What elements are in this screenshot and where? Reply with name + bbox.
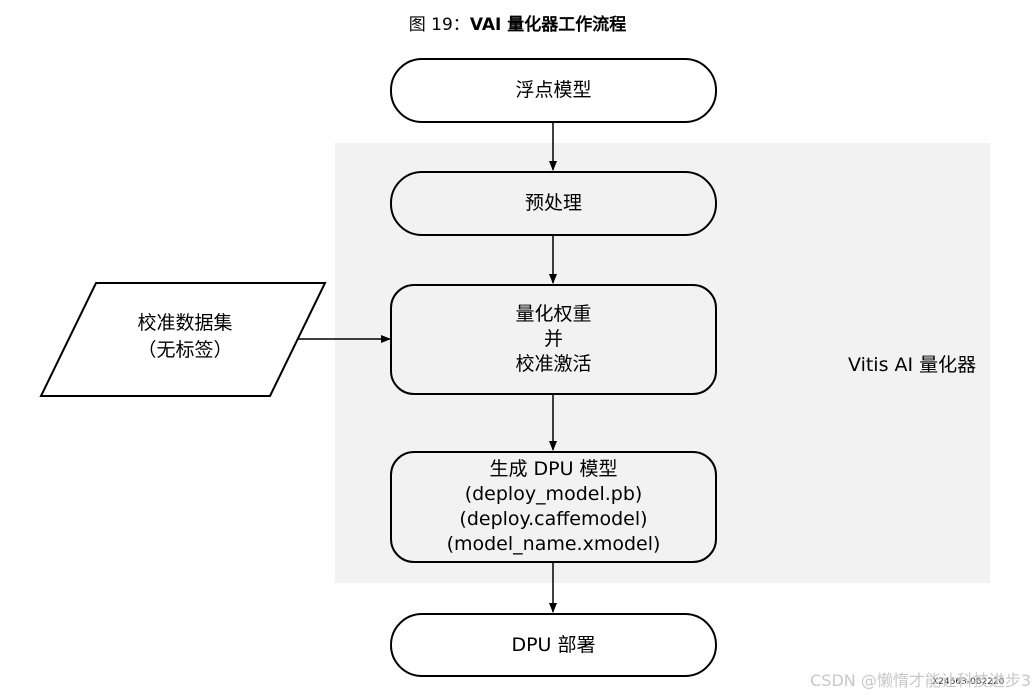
generate-dpu-label-line3: (deploy.caffemodel) — [459, 508, 648, 530]
figure-title-prefix: 图 19： — [408, 15, 470, 35]
quantize-label-line3: 校准激活 — [515, 353, 592, 375]
generate-dpu-label-line1: 生成 DPU 模型 — [489, 458, 618, 480]
deploy-label: DPU 部署 — [511, 633, 596, 656]
generate-dpu-node: 生成 DPU 模型 (deploy_model.pb) (deploy.caff… — [390, 451, 717, 563]
figure-id: X24663-062220 — [932, 677, 1005, 687]
calibration-dataset-shape — [39, 282, 327, 397]
quantize-label-line1: 量化权重 — [515, 303, 592, 325]
float-model-node: 浮点模型 — [390, 58, 717, 123]
float-model-label: 浮点模型 — [515, 79, 592, 101]
calibration-dataset-label: 校准数据集 （无标签） — [95, 310, 275, 364]
preprocess-node: 预处理 — [390, 171, 717, 236]
preprocess-label: 预处理 — [524, 192, 582, 214]
generate-dpu-label-line2: (deploy_model.pb) — [464, 483, 643, 505]
calibration-dataset-line2: （无标签） — [137, 339, 233, 361]
figure-title-text: VAI 量化器工作流程 — [469, 15, 627, 35]
quantizer-region-label: Vitis AI 量化器 — [848, 354, 977, 376]
generate-dpu-label-line4: (model_name.xmodel) — [446, 533, 661, 555]
calibration-dataset-line1: 校准数据集 — [137, 312, 233, 334]
quantize-node: 量化权重 并 校准激活 — [390, 284, 717, 395]
watermark: CSDN @懒惰才能让科技进步3 — [810, 671, 1031, 690]
deploy-node: DPU 部署 — [390, 613, 717, 677]
quantize-label-line2: 并 — [543, 328, 563, 350]
figure-title: 图 19：VAI 量化器工作流程 — [0, 10, 1035, 35]
